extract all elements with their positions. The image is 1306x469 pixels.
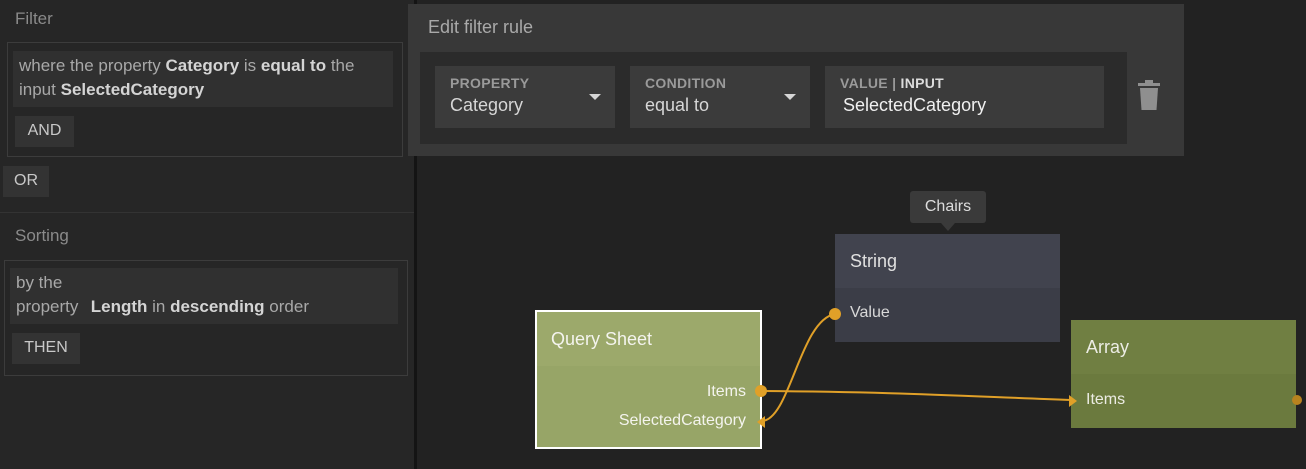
filter-property: Category <box>165 56 240 75</box>
property-select[interactable]: PROPERTY Category <box>435 66 615 128</box>
query-selected-port[interactable] <box>757 416 765 428</box>
value-mode-toggle[interactable]: INPUT <box>900 75 945 91</box>
value-label: VALUE | INPUT <box>840 75 944 91</box>
query-editor-panel: Filter where the property Category is eq… <box>0 0 414 469</box>
sorting-section-title: Sorting <box>15 226 69 245</box>
filter-section-title: Filter <box>15 9 53 28</box>
condition-label: CONDITION <box>645 75 727 91</box>
wire-items-to-array <box>760 390 1074 401</box>
query-port-items: Items <box>706 383 746 400</box>
array-port-items: Items <box>1086 391 1126 408</box>
array-node-header: Array <box>1071 320 1296 374</box>
query-node-header: Query Sheet <box>537 312 760 366</box>
string-node[interactable]: String Value <box>835 234 1060 342</box>
sort-property: Length <box>90 297 148 316</box>
value-text: SelectedCategory <box>843 95 987 115</box>
filter-rule-fields: PROPERTY Category CONDITION equal to VAL… <box>420 52 1127 144</box>
property-label: PROPERTY <box>450 75 530 91</box>
chevron-down-icon <box>589 94 601 100</box>
value-input[interactable]: VALUE | INPUT SelectedCategory <box>825 66 1104 128</box>
then-button[interactable]: THEN <box>12 333 80 364</box>
or-button[interactable]: OR <box>3 166 49 197</box>
filter-condition: equal to <box>260 56 327 75</box>
popup-title: Edit filter rule <box>428 17 534 37</box>
array-items-input-port[interactable] <box>1069 395 1077 407</box>
array-output-port[interactable] <box>1292 395 1302 405</box>
wire-value-to-selectedcategory <box>761 313 836 422</box>
value-label-prefix: VALUE | <box>840 75 897 91</box>
sort-direction: descending <box>170 297 265 316</box>
and-button[interactable]: AND <box>15 116 74 147</box>
query-sheet-node[interactable]: Query Sheet Items SelectedCategory <box>535 310 762 449</box>
string-port-value: Value <box>850 304 890 321</box>
property-value: Category <box>450 95 524 115</box>
value-tooltip: Chairs <box>910 191 986 223</box>
condition-select[interactable]: CONDITION equal to <box>630 66 810 128</box>
trash-icon[interactable] <box>1138 80 1160 112</box>
array-node[interactable]: Array Items <box>1071 320 1296 428</box>
sort-text-by: by the property <box>16 273 79 316</box>
chevron-down-icon <box>784 94 796 100</box>
condition-value: equal to <box>645 95 710 115</box>
query-node-title: Query Sheet <box>551 329 653 349</box>
filter-text-input: the input <box>19 56 355 99</box>
sort-text-in: in <box>152 297 166 316</box>
filter-input: SelectedCategory <box>60 80 205 99</box>
sort-text-order: order <box>269 297 309 316</box>
filter-rule-summary[interactable]: where the property Category is equal to … <box>13 51 393 107</box>
sort-rule-summary[interactable]: by the property Length in descending ord… <box>10 268 398 324</box>
string-node-header: String <box>835 234 1060 288</box>
query-port-selected: SelectedCategory <box>618 412 746 429</box>
section-separator <box>0 212 414 213</box>
string-node-title: String <box>850 251 898 271</box>
filter-text-where: where the property <box>19 56 161 75</box>
edit-filter-rule-popup: Edit filter rule PROPERTY Category CONDI… <box>408 4 1184 156</box>
filter-text-is: is <box>243 56 257 75</box>
panel-divider[interactable] <box>414 0 417 469</box>
query-items-port[interactable] <box>755 385 767 397</box>
string-value-port[interactable] <box>829 308 841 320</box>
array-node-title: Array <box>1086 337 1130 357</box>
tooltip-tail <box>941 223 955 231</box>
